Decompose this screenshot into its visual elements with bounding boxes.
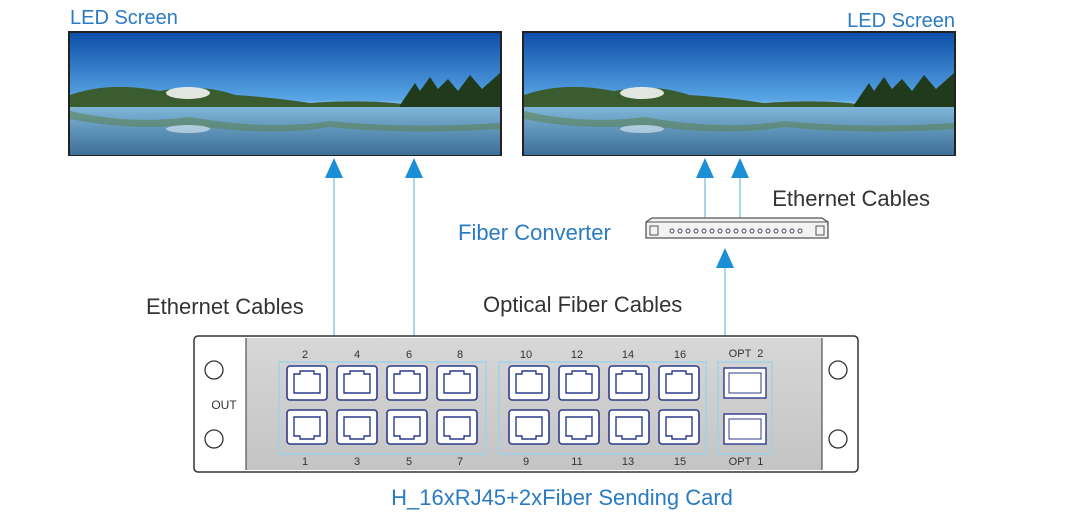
port-number: 11 [571, 456, 582, 468]
port-group-1 [278, 361, 487, 455]
sending-card-title: H_16xRJ45+2xFiber Sending Card [391, 485, 733, 510]
port-number: 5 [406, 456, 412, 468]
port-number: 4 [354, 349, 360, 361]
ethernet-cable-3 [696, 158, 714, 218]
rj45-port-14 [608, 365, 650, 401]
port-number: 1 [302, 456, 308, 468]
port-number: 7 [457, 456, 463, 468]
port-number: 3 [354, 456, 360, 468]
led-screen-left [68, 31, 502, 156]
rj45-port-7 [436, 409, 478, 445]
led-screen-right [522, 31, 956, 156]
port-number: 16 [674, 349, 686, 361]
port-number: 14 [622, 349, 634, 361]
rj45-port-12 [558, 365, 600, 401]
out-label: OUT [211, 398, 237, 412]
port-number: 9 [523, 456, 529, 468]
opt-port-2 [723, 367, 767, 399]
port-number: 13 [622, 456, 634, 468]
opt-1-label: OPT 1 [729, 456, 764, 468]
opt-2-label: OPT 2 [729, 348, 764, 360]
rj45-port-4 [336, 365, 378, 401]
rj45-port-3 [336, 409, 378, 445]
opt-port-1 [723, 413, 767, 445]
rj45-port-10 [508, 365, 550, 401]
ethernet-cables-right-label: Ethernet Cables [772, 186, 930, 211]
rj45-port-2 [286, 365, 328, 401]
ethernet-cables-left-label: Ethernet Cables [146, 294, 304, 319]
rj45-port-13 [608, 409, 650, 445]
ethernet-cable-1 [325, 158, 343, 362]
fiber-converter-device [645, 217, 829, 239]
rj45-port-9 [508, 409, 550, 445]
optical-fiber-cable [716, 248, 734, 350]
mount-hole-top-left [204, 360, 224, 380]
rj45-port-8 [436, 365, 478, 401]
fiber-converter-label: Fiber Converter [458, 220, 611, 245]
ethernet-cable-2 [405, 158, 423, 362]
port-number: 8 [457, 349, 463, 361]
port-number: 2 [302, 349, 308, 361]
led-screen-left-title: LED Screen [70, 7, 178, 29]
rj45-port-15 [658, 409, 700, 445]
mount-hole-bottom-right [828, 429, 848, 449]
mount-hole-bottom-left [204, 429, 224, 449]
port-number: 12 [571, 349, 583, 361]
port-group-2 [498, 361, 707, 455]
opt-port-group [717, 361, 773, 455]
port-number: 10 [520, 349, 532, 361]
rj45-port-11 [558, 409, 600, 445]
rj45-port-16 [658, 365, 700, 401]
mount-hole-top-right [828, 360, 848, 380]
sending-card-panel: OUT [193, 335, 859, 473]
port-number: 15 [674, 456, 686, 468]
converter-led-row [669, 228, 803, 234]
port-number: 6 [406, 349, 412, 361]
rj45-port-5 [386, 409, 428, 445]
optical-fiber-cables-label: Optical Fiber Cables [483, 292, 682, 317]
rj45-port-1 [286, 409, 328, 445]
led-screen-right-title: LED Screen [847, 10, 955, 32]
ethernet-cable-4 [731, 158, 749, 218]
rj45-port-6 [386, 365, 428, 401]
